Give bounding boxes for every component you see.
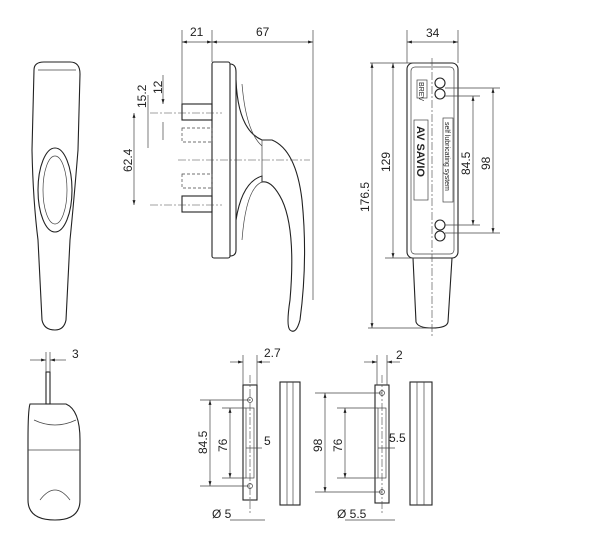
dim-84-5: 84.5 xyxy=(459,151,473,175)
dim-129: 129 xyxy=(379,152,393,172)
strike-plate-b: 2 98 76 5.5 Ø 5.5 xyxy=(311,348,433,521)
dim-34: 34 xyxy=(426,26,440,40)
dim-21: 21 xyxy=(190,25,204,39)
dim-76-strike-a: 76 xyxy=(216,438,230,452)
dim-2: 2 xyxy=(396,348,403,362)
front-view xyxy=(31,61,81,331)
dim-hole-5: Ø 5 xyxy=(212,507,232,521)
dim-98: 98 xyxy=(479,156,493,170)
dim-62-4: 62.4 xyxy=(121,148,135,172)
bottom-view: 3 xyxy=(27,347,81,521)
dim-15-2: 15.2 xyxy=(135,84,149,108)
dim-67: 67 xyxy=(256,25,270,39)
dim-hole-5-5: Ø 5.5 xyxy=(337,507,367,521)
dim-84-5-strike: 84.5 xyxy=(196,430,210,454)
dim-98-strike: 98 xyxy=(311,438,325,452)
dim-176-5: 176.5 xyxy=(358,182,372,212)
dim-12: 12 xyxy=(151,80,165,94)
dim-3: 3 xyxy=(72,347,79,361)
brev-badge: BREV xyxy=(417,82,424,101)
strike-plate-a: 2.7 84.5 76 5 Ø 5 xyxy=(196,346,301,521)
dim-2-7: 2.7 xyxy=(264,346,281,360)
back-view: BREV AV SAVIO self lubricating system 34… xyxy=(358,26,500,336)
savio-logo: AV SAVIO xyxy=(414,126,426,177)
dim-5-5: 5.5 xyxy=(389,431,406,445)
side-view: 21 67 12 15.2 62.4 xyxy=(121,25,314,332)
dim-5: 5 xyxy=(264,434,271,448)
lubrication-label: self lubricating system xyxy=(443,122,450,191)
dim-76-strike-b: 76 xyxy=(331,438,345,452)
